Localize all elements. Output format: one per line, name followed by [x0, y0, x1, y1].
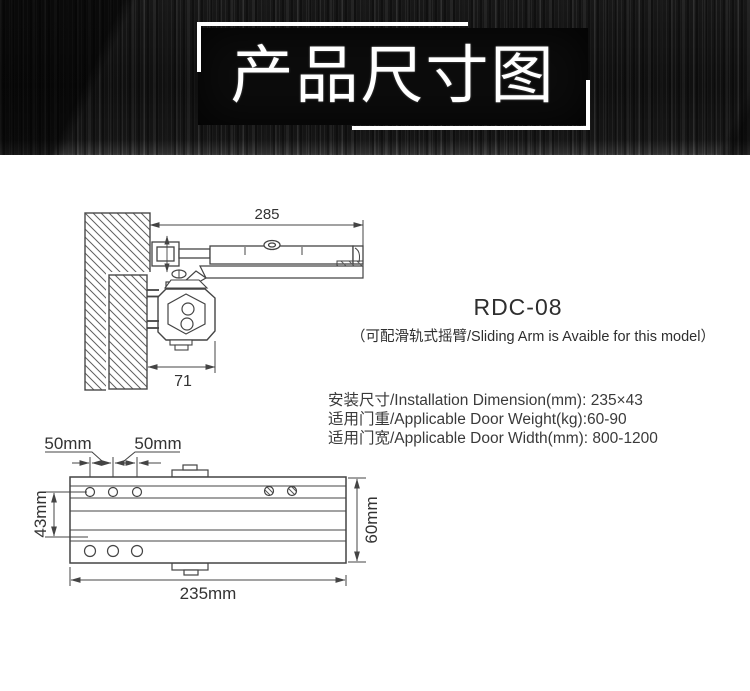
dim-60mm-label: 60mm: [362, 496, 381, 543]
dimension-235mm: [69, 567, 347, 586]
bracket-bottom-right-horizontal: [352, 126, 590, 130]
spec-door-weight: 适用门重/Applicable Door Weight(kg):60-90: [328, 411, 627, 428]
bracket-top-left-horizontal: [197, 22, 468, 26]
side-view-drawing: 285: [84, 206, 364, 392]
spec-door-width: 适用门宽/Applicable Door Width(mm): 800-1200: [328, 430, 658, 447]
top-view-drawing: 50mm 50mm 43mm 60mm 235mm: [31, 434, 381, 603]
header-banner: 产品尺寸图: [0, 0, 750, 155]
dimension-43mm: [45, 491, 88, 538]
dim-71-label: 71: [174, 373, 192, 390]
dimension-71: [147, 341, 216, 373]
dim-50mm-left-label: 50mm: [44, 434, 91, 453]
page-title: 产品尺寸图: [230, 41, 556, 111]
spec-list: 安装尺寸/Installation Dimension(mm): 235×43 …: [328, 391, 658, 448]
title-box: 产品尺寸图: [198, 28, 588, 125]
dimension-50mm: [45, 451, 180, 477]
dim-50mm-right-label: 50mm: [134, 434, 181, 453]
dim-285-label: 285: [254, 206, 279, 223]
dim-43mm-label: 43mm: [31, 490, 50, 537]
sliding-arm: [151, 235, 364, 273]
model-name: RDC-08: [473, 294, 563, 320]
model-note: （可配滑轨式摇臂/Sliding Arm is Avaible for this…: [351, 329, 715, 345]
closer-body-plan: [69, 464, 347, 576]
dimension-60mm: [348, 477, 366, 563]
bracket-bottom-right-vertical: [586, 80, 590, 130]
spec-installation-dimension: 安装尺寸/Installation Dimension(mm): 235×43: [328, 392, 643, 409]
door-section: [108, 274, 148, 390]
dim-235mm-label: 235mm: [180, 584, 237, 603]
bracket-top-left-vertical: [197, 22, 201, 72]
closer-body: [147, 279, 216, 351]
